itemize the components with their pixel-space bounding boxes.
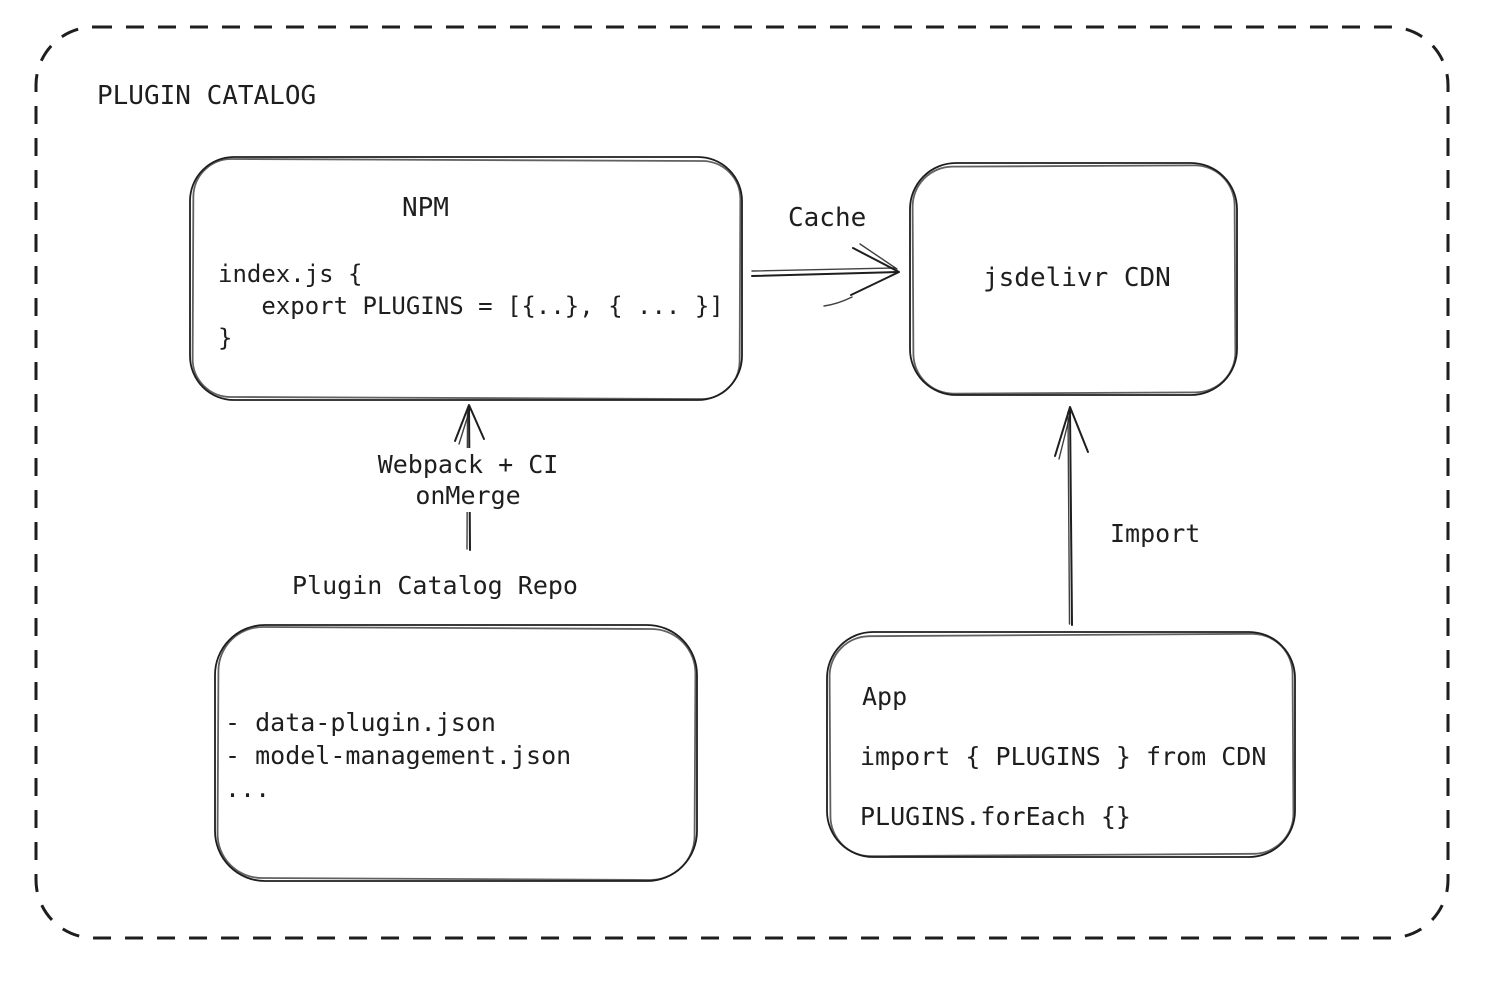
import-arrow [1054,406,1089,626]
repo-title: Plugin Catalog Repo [292,571,578,600]
npm-box [189,156,743,401]
catalog-boundary-dashed-border [34,25,1450,940]
cache-arrow [751,243,900,307]
app-box [826,631,1296,858]
import-arrow-label: Import [1110,519,1201,548]
repo-box [214,624,698,882]
app-foreach-line: PLUGINS.forEach {} [860,802,1131,831]
catalog-title: PLUGIN CATALOG [97,81,317,111]
app-box-title: App [862,682,908,711]
npm-code-block: index.js { export PLUGINS = [{..}, { ...… [218,260,724,352]
repo-file-list: - data-plugin.json - model-management.js… [225,708,572,803]
build-arrow-label: Webpack + CI onMerge [371,448,565,512]
npm-box-title: NPM [402,193,449,223]
cache-arrow-label: Cache [788,203,867,233]
cdn-box [909,162,1238,396]
cdn-box-label: jsdelivr CDN [983,263,1171,293]
app-import-line: import { PLUGINS } from CDN [860,742,1267,771]
